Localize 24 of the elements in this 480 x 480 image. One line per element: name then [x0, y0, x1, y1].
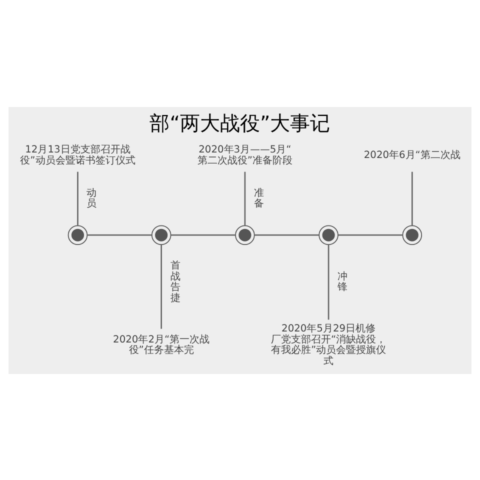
node-text: 2020年5月29日机修厂党支部召开“消缺战役，有我必胜”动员会暨授旗仪式	[270, 323, 386, 366]
connector	[87, 234, 152, 236]
edge-label: 冲锋	[338, 270, 348, 293]
node-text: 2020年3月——5月“第二次战役”准备阶段	[197, 144, 293, 166]
diagram-title: 部“两大战役”大事记	[150, 112, 330, 135]
connector	[254, 234, 319, 236]
node-circle	[151, 224, 172, 244]
connector	[160, 244, 162, 328]
edge-label: 动员	[86, 187, 97, 210]
edge-label: 首战告捷	[170, 260, 180, 304]
node-circle	[68, 224, 88, 244]
connector	[411, 171, 413, 226]
connector	[244, 171, 246, 226]
connector	[77, 171, 78, 226]
connector	[328, 244, 330, 320]
node-circle	[402, 224, 422, 244]
node-circle	[318, 224, 338, 244]
node-text: 12月13日党支部召开战役”动员会暨诺书签订仪式	[20, 144, 136, 166]
connector	[170, 234, 236, 236]
connector	[338, 234, 403, 236]
node-text: 2020年6月“第二次战	[364, 150, 460, 161]
edge-label: 准备	[254, 187, 264, 210]
node-circle	[235, 224, 255, 244]
node-text: 2020年2月“第一次战役”任务基本完	[113, 334, 210, 356]
